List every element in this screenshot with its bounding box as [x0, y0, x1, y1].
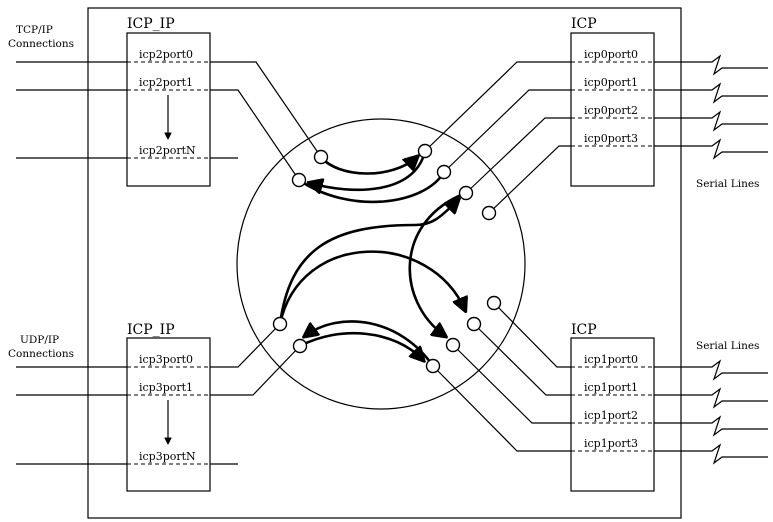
icp-ip-bottom-title: ICP_IP [127, 322, 175, 338]
outer-frame [87, 7, 682, 519]
serial-lines-top-label: Serial Lines [696, 178, 759, 190]
port-label: icp1port2 [584, 409, 638, 422]
icp-ip-top-title: ICP_IP [127, 16, 175, 32]
icp-bottom-title: ICP [571, 322, 597, 338]
switch-node [445, 337, 461, 353]
port-label: icp3port1 [139, 381, 193, 394]
switch-node [436, 164, 452, 180]
udp-label-line2: Connections [8, 348, 74, 360]
port-label: icp0port1 [584, 76, 638, 89]
port-label: icp0port0 [584, 48, 638, 61]
port-label: icp0port3 [584, 132, 638, 145]
port-label: icp0port2 [584, 104, 638, 117]
switch-node [481, 205, 497, 221]
switch-node [272, 316, 288, 332]
port-label: icp1port0 [584, 353, 638, 366]
left-connection-lines [16, 61, 238, 465]
port-label: icp2portN [139, 144, 196, 157]
icp-top-box [570, 32, 655, 187]
port-dash-lines [127, 61, 654, 465]
serial-lines-bottom-label: Serial Lines [696, 340, 759, 352]
port-label: icp2port0 [139, 48, 193, 61]
serial-lines [654, 54, 768, 465]
switch-node [292, 338, 308, 354]
port-label: icp2port1 [139, 76, 193, 89]
tcp-label-line1: TCP/IP [16, 24, 53, 36]
switch-nodes [272, 143, 502, 374]
icp-top-title: ICP [571, 16, 597, 32]
port-to-node-wires [210, 61, 571, 452]
switch-node [458, 185, 474, 201]
icp-ip-bottom-box [126, 337, 211, 492]
switch-node [466, 316, 482, 332]
switch-circle [236, 118, 526, 410]
port-label: icp1port3 [584, 437, 638, 450]
switch-node [417, 143, 433, 159]
icp-bottom-box [570, 337, 655, 492]
switch-node [486, 295, 502, 311]
icp-ip-top-box [126, 32, 211, 187]
switch-node [291, 172, 307, 188]
switch-node [425, 358, 441, 374]
port-label: icp3port0 [139, 353, 193, 366]
port-label: icp3portN [139, 450, 196, 463]
switch-node [313, 149, 329, 165]
port-label: icp1port1 [584, 381, 638, 394]
switch-paths [278, 150, 466, 367]
udp-label-line1: UDP/IP [20, 334, 59, 346]
tcp-label-line2: Connections [8, 38, 74, 50]
